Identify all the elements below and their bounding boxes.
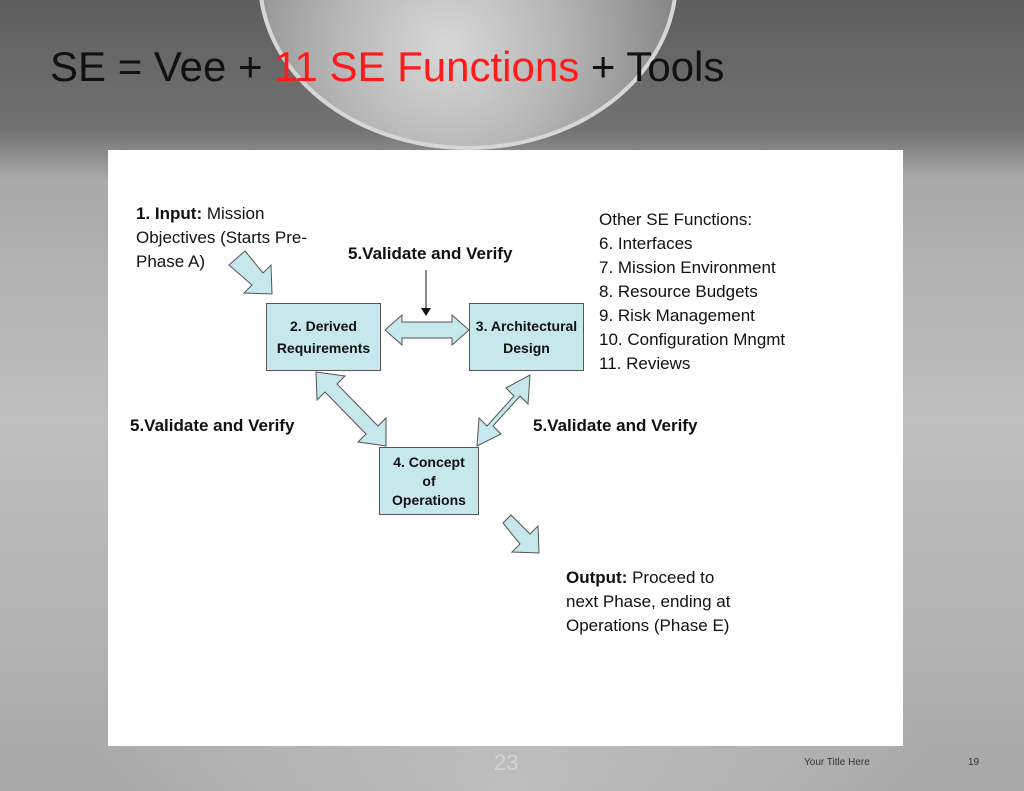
input-label: 1. Input: <box>136 204 203 223</box>
function-item-10: 10. Configuration Mngmt <box>599 330 786 349</box>
title-suffix: + Tools <box>579 43 725 90</box>
function-item-8: 8. Resource Budgets <box>599 282 758 301</box>
validate-verify-top: 5.Validate and Verify <box>348 244 513 263</box>
function-item-11: 11. Reviews <box>599 354 691 373</box>
input-text: 1. Input: Mission Objectives (Starts Pre… <box>136 202 307 274</box>
validate-verify-right: 5.Validate and Verify <box>533 416 698 435</box>
input-line-1: Mission <box>202 204 265 223</box>
box-conops-line-1: 4. Concept <box>393 453 465 470</box>
box-arch-line-1: 3. Architectural <box>475 318 578 334</box>
box-derived-line-2: Requirements <box>276 340 371 356</box>
page-number: 19 <box>968 757 980 768</box>
box-derived-line-1: 2. Derived <box>290 318 357 334</box>
other-functions-heading: Other SE Functions: <box>599 210 753 229</box>
diagram-arrows <box>228 250 540 554</box>
derived-arch-double-arrow <box>384 313 470 347</box>
other-functions-list: Other SE Functions: 6. Interfaces 7. Mis… <box>599 208 785 376</box>
function-item-9: 9. Risk Management <box>599 306 755 325</box>
box-conops-line-2: of <box>422 472 436 489</box>
diagram-panel: 1. Input: Mission Objectives (Starts Pre… <box>108 150 903 746</box>
input-line-3: Phase A) <box>136 252 205 271</box>
output-line-2: next Phase, ending at <box>566 592 731 611</box>
slide-title: SE = Vee + 11 SE Functions + Tools <box>50 43 725 90</box>
faded-slide-number: 23 <box>494 750 519 775</box>
function-item-6: 6. Interfaces <box>599 234 693 253</box>
input-arrow <box>228 250 273 295</box>
output-line-3: Operations (Phase E) <box>566 616 730 635</box>
box-conops-line-3: Operations <box>392 491 466 508</box>
title-accent: 11 SE Functions <box>274 43 580 90</box>
function-item-7: 7. Mission Environment <box>599 258 776 277</box>
validate-verify-left: 5.Validate and Verify <box>130 416 295 435</box>
input-line-2: Objectives (Starts Pre- <box>136 228 307 247</box>
title-prefix: SE = Vee + <box>50 43 275 90</box>
derived-conops-double-arrow <box>315 371 387 447</box>
validate-pointer-head <box>421 308 431 316</box>
arch-conops-double-arrow <box>476 374 531 447</box>
output-text: Output: Proceed to next Phase, ending at… <box>566 566 730 638</box>
output-label: Output: <box>566 568 628 587</box>
box-arch-line-2: Design <box>503 340 550 356</box>
output-arrow <box>502 514 540 554</box>
footer-title: Your Title Here <box>804 757 870 768</box>
output-line-1: Proceed to <box>627 568 715 587</box>
